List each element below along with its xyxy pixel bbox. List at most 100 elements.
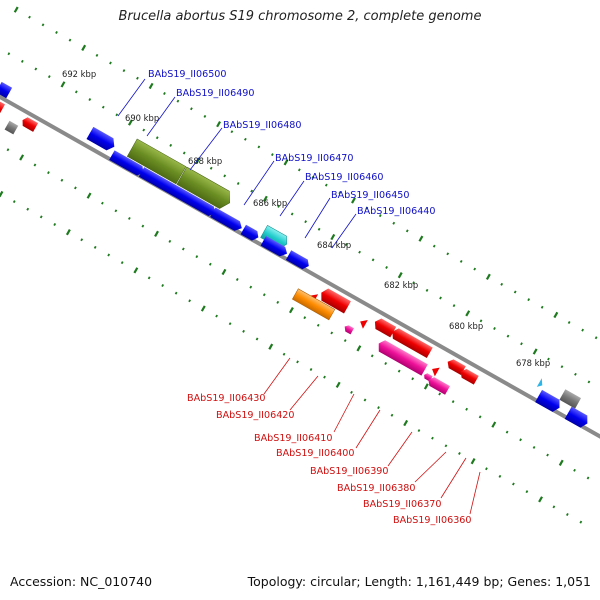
gene-feature[interactable] <box>176 166 235 211</box>
scale-tick <box>439 296 442 300</box>
scale-tick <box>270 153 274 157</box>
gene-label[interactable]: BAbS19_II06480 <box>223 120 302 131</box>
gene-feature[interactable] <box>535 389 563 414</box>
gene-label[interactable]: BAbS19_II06470 <box>275 153 354 164</box>
gene-label[interactable]: BAbS19_II06380 <box>337 483 416 494</box>
scale-tick <box>244 137 247 141</box>
scale-tick <box>250 189 254 193</box>
scale-tick <box>363 398 367 402</box>
scale-tick <box>491 421 497 428</box>
gene-label[interactable]: BAbS19_II06500 <box>148 69 227 80</box>
scale-tick <box>88 98 92 102</box>
gene-feature[interactable] <box>375 338 428 376</box>
scale-tick <box>565 513 569 516</box>
scale-label: 688 kbp <box>188 156 222 166</box>
gene-feature[interactable] <box>285 250 311 271</box>
gene-feature[interactable] <box>86 126 118 153</box>
gene-feature[interactable] <box>318 287 351 314</box>
scale-tick <box>438 392 442 396</box>
gene-feature[interactable] <box>389 326 433 359</box>
scale-tick <box>133 267 139 274</box>
scale-tick <box>182 151 186 155</box>
scale-tick <box>114 209 118 213</box>
scale-tick <box>390 413 394 417</box>
scale-tick <box>155 136 159 140</box>
gene-feature[interactable] <box>559 389 582 409</box>
gene-feature[interactable] <box>210 207 244 233</box>
scale-tick <box>520 342 523 346</box>
scale-tick <box>242 329 245 333</box>
scale-tick <box>558 459 564 466</box>
scale-tick <box>215 314 218 318</box>
scale-tick <box>249 285 253 289</box>
gene-feature[interactable] <box>109 150 146 177</box>
scale-tick <box>74 186 77 190</box>
gene-feature[interactable] <box>240 224 261 243</box>
gene-feature[interactable] <box>358 317 368 329</box>
gene-feature[interactable] <box>4 120 19 135</box>
scale-tick <box>55 30 58 34</box>
scale-tick <box>60 178 64 182</box>
scale-label: 692 kbp <box>62 69 96 79</box>
gene-label[interactable]: BAbS19_II06430 <box>187 393 266 404</box>
gene-feature[interactable] <box>445 357 466 375</box>
gene-label[interactable]: BAbS19_II06370 <box>363 499 442 510</box>
gene-feature[interactable] <box>343 324 354 335</box>
scale-tick <box>452 304 456 308</box>
scale-tick <box>519 438 522 442</box>
gene-feature[interactable] <box>430 365 440 377</box>
scale-tick <box>459 259 463 263</box>
scale-tick <box>297 168 301 172</box>
gene-label[interactable]: BAbS19_II06440 <box>357 206 436 217</box>
scale-tick <box>392 221 396 225</box>
scale-tick <box>594 336 598 340</box>
gene-feature[interactable] <box>138 167 218 218</box>
scale-tick <box>553 311 559 319</box>
gene-feature[interactable] <box>260 236 290 259</box>
gene-label[interactable]: BAbS19_II06460 <box>305 172 384 183</box>
scale-tick <box>552 505 556 509</box>
scale-label: 678 kbp <box>516 358 550 368</box>
gene-feature[interactable] <box>426 375 450 395</box>
scale-tick <box>136 76 139 80</box>
gene-label[interactable]: BAbS19_II06450 <box>331 190 410 201</box>
scale-tick <box>277 204 281 208</box>
scale-tick <box>446 252 450 256</box>
scale-tick <box>47 171 50 175</box>
scale-tick <box>200 305 206 312</box>
scale-tick <box>28 15 31 19</box>
gene-label[interactable]: BAbS19_II06360 <box>393 515 472 526</box>
gene-label[interactable]: BAbS19_II06400 <box>276 448 355 459</box>
gene-feature[interactable] <box>564 406 591 430</box>
scale-tick <box>168 239 172 243</box>
scale-tick <box>378 214 382 218</box>
scale-tick <box>188 299 192 303</box>
gene-feature[interactable] <box>20 116 39 132</box>
scale-tick <box>223 174 227 178</box>
scale-tick <box>276 300 280 304</box>
scale-tick <box>230 130 234 134</box>
scale-tick <box>147 276 151 280</box>
gene-feature[interactable] <box>536 378 545 389</box>
gene-feature[interactable] <box>458 367 479 385</box>
gene-feature[interactable] <box>126 138 187 185</box>
gene-feature[interactable] <box>292 288 336 321</box>
gene-label[interactable]: BAbS19_II06420 <box>216 410 295 421</box>
gene-label[interactable]: BAbS19_II06390 <box>310 466 389 477</box>
gene-label[interactable]: BAbS19_II06490 <box>176 88 255 99</box>
scale-tick <box>525 490 529 494</box>
scale-tick <box>93 245 97 249</box>
gene-feature[interactable] <box>0 81 13 99</box>
scale-tick <box>142 128 146 132</box>
scale-tick <box>148 82 154 90</box>
scale-tick <box>538 496 543 503</box>
gene-label[interactable]: BAbS19_II06410 <box>254 433 333 444</box>
gene-feature[interactable] <box>372 317 397 338</box>
scale-tick <box>101 201 104 205</box>
scale-tick <box>485 273 491 280</box>
scale-tick <box>174 291 178 295</box>
scale-tick <box>122 69 126 73</box>
scale-tick <box>560 365 564 369</box>
scale-tick <box>385 265 388 269</box>
